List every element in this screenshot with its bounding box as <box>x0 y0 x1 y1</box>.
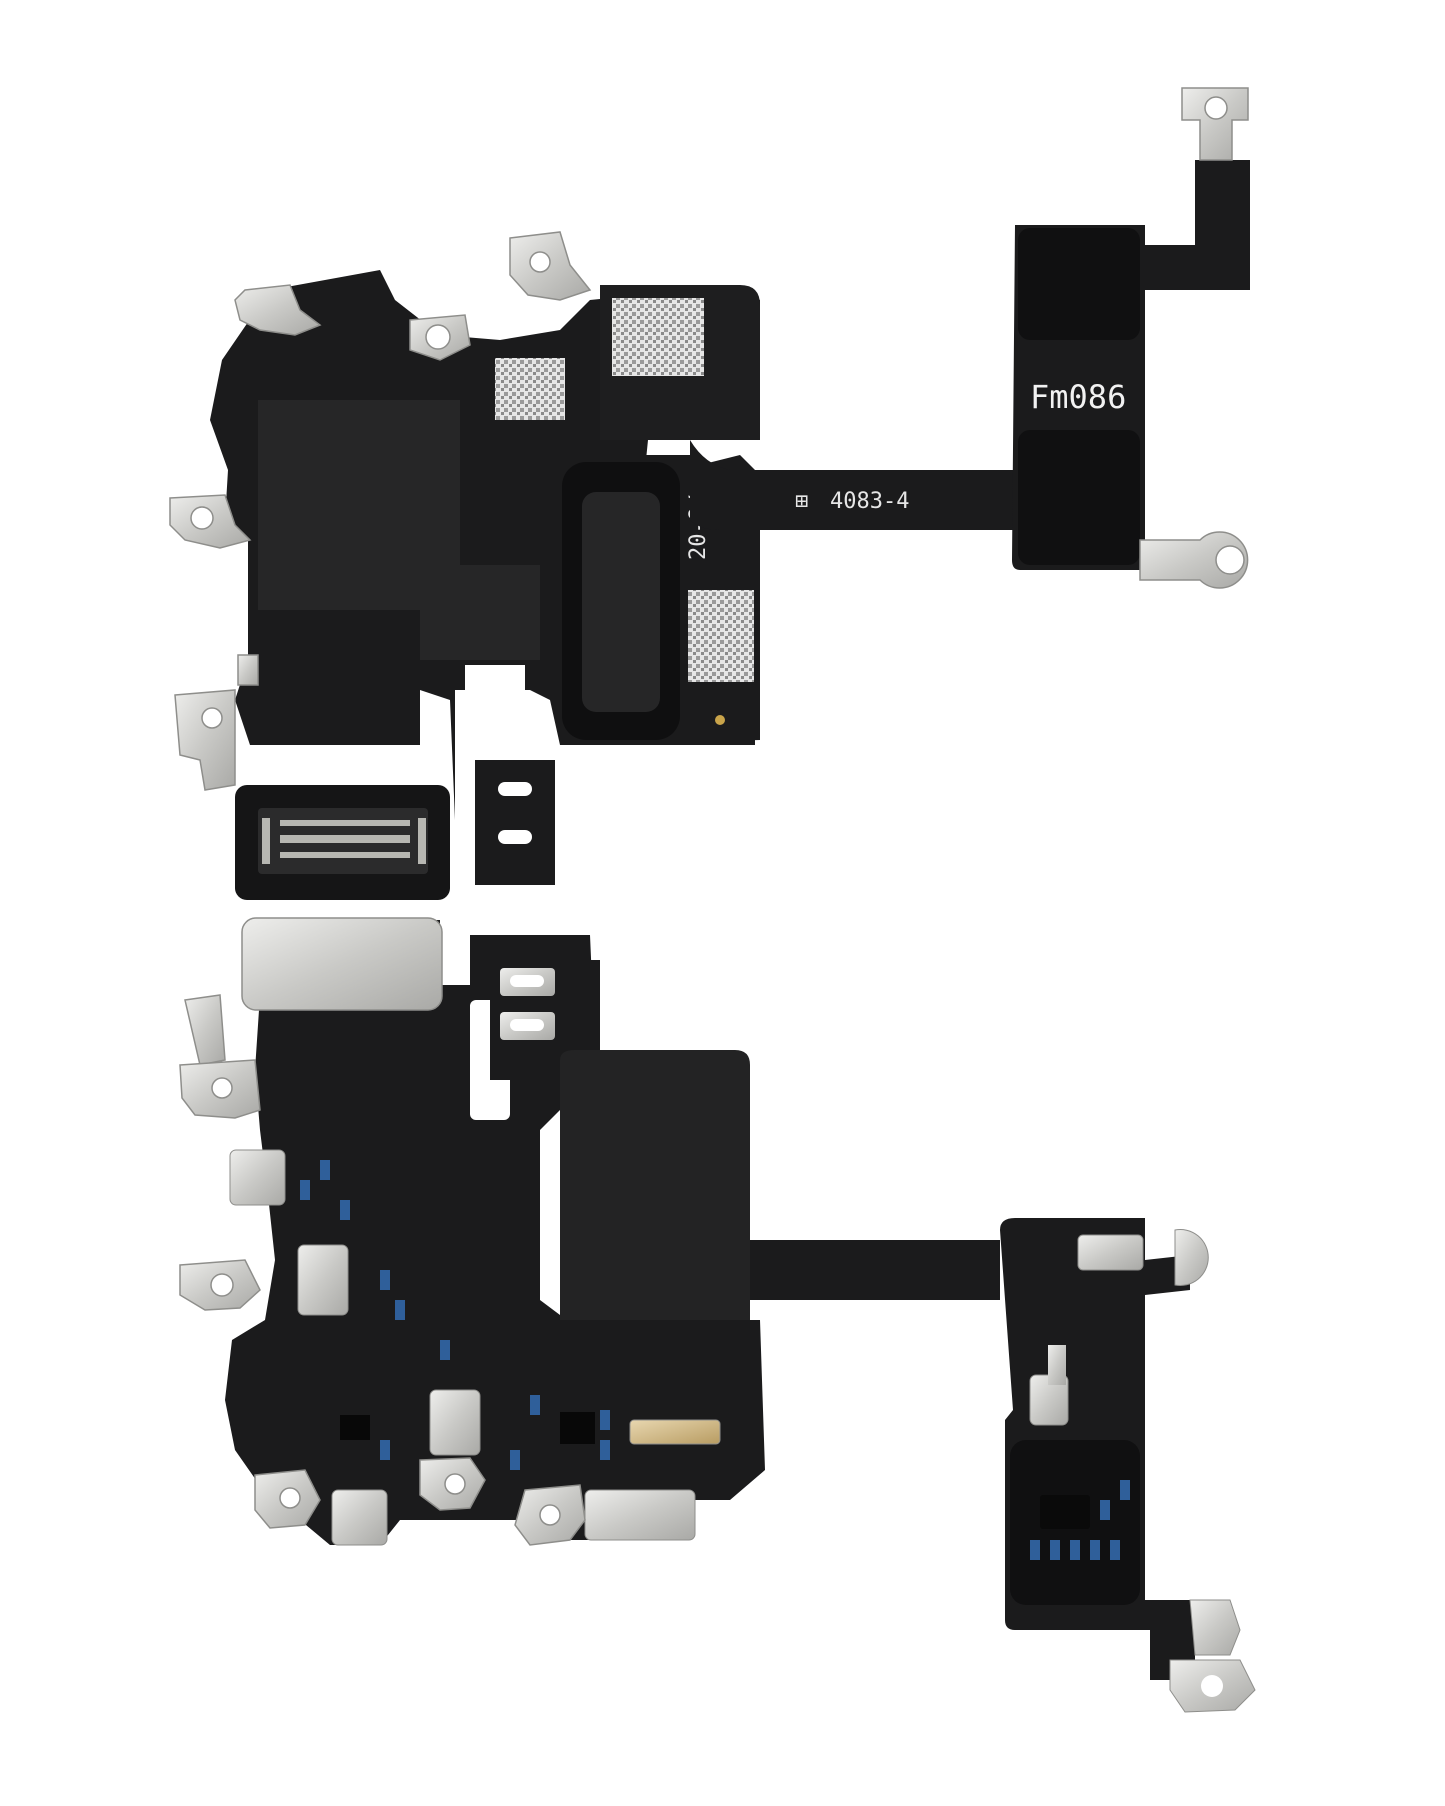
bottom-antenna-arm <box>750 1240 1000 1300</box>
metal-brackets-top <box>169 87 1249 791</box>
top-shield-plate <box>258 400 540 660</box>
bottom-shield <box>560 1050 750 1320</box>
top-antenna-arm <box>690 440 1015 530</box>
metal-brackets-bottom <box>179 994 586 1546</box>
top-flex-cable: 20-9/ 4083-4 ⊞ Fm086 <box>169 87 1250 900</box>
bottom-flex-cable <box>179 917 1256 1713</box>
smd-components <box>229 1149 721 1546</box>
top-part-number: 4083-4 <box>830 489 909 514</box>
top-model-label: Fm086 <box>1030 378 1126 416</box>
bottom-metal-plate <box>241 917 443 1011</box>
top-part-prefix-glyph: ⊞ <box>795 489 808 514</box>
